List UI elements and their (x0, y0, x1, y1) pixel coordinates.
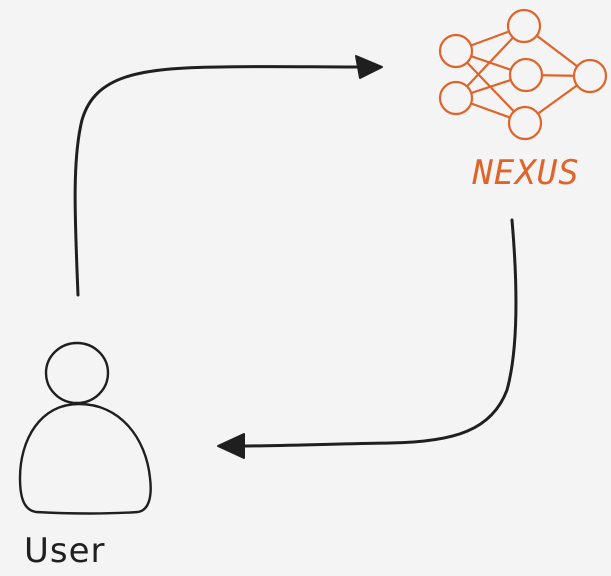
user-label: User (24, 531, 106, 571)
user-person-icon (18, 341, 152, 515)
arrow-nexus-to-user (217, 218, 518, 459)
neural-network-icon (438, 8, 608, 141)
arrow-user-to-nexus (73, 55, 383, 297)
nexus-label: NEXUS (472, 153, 580, 193)
